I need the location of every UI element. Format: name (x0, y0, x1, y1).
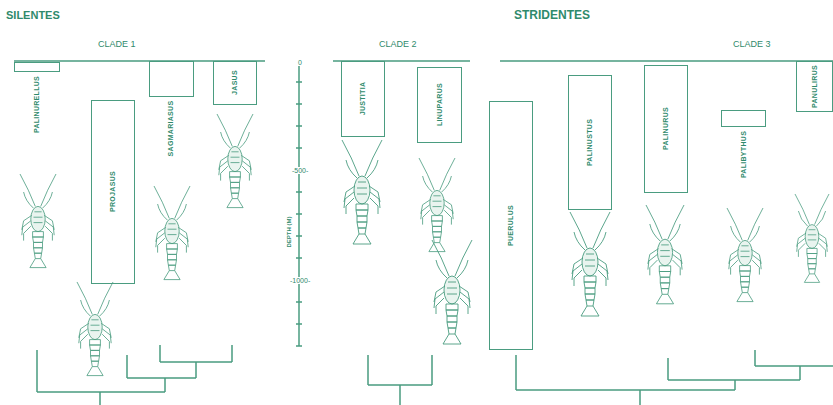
group-title: SILENTES (5, 10, 61, 21)
depth-range-box: PROJASUS (91, 100, 135, 284)
depth-range-box: PALINUSTUS (568, 75, 612, 210)
genus-label: PALINURUS (662, 107, 669, 150)
group-title: STRIDENTES (513, 9, 591, 21)
depth-range-box: PALINURUS (644, 65, 688, 193)
genus-label: SAGMARIASUS (167, 101, 174, 157)
genus-label: PALINURELLUS (33, 75, 40, 132)
genus-label: LINUPARUS (436, 83, 443, 126)
genus-label: JASUS (231, 70, 238, 95)
axis-title: DEPTH (M) (285, 216, 291, 249)
genus-label: PUERULUS (507, 205, 514, 246)
genus-label: PALINUSTUS (586, 118, 593, 165)
depth-range-box: SAGMARIASUS (149, 61, 194, 97)
depth-tick-label: -1000- (289, 277, 311, 284)
depth-range-box: PUERULUS (489, 101, 533, 350)
genus-label: PALIBYTHUS (740, 130, 747, 177)
clade-label: CLADE 3 (732, 40, 772, 49)
depth-range-box: PALIBYTHUS (721, 110, 766, 127)
depth-range-box: PALINURELLUS (14, 62, 60, 72)
depth-range-box: JUSTITIA (341, 61, 385, 137)
clade-label: CLADE 2 (378, 40, 418, 49)
depth-range-box: JASUS (213, 61, 257, 105)
genus-label: PROJASUS (109, 171, 116, 212)
depth-tick-label: -500- (291, 167, 309, 174)
clade-label: CLADE 1 (97, 40, 137, 49)
genus-label: JUSTITIA (359, 82, 366, 116)
depth-tick-label: 0 (297, 59, 303, 66)
genus-label: PANULIRUS (811, 64, 818, 107)
depth-range-box: LINUPARUS (417, 67, 462, 143)
depth-range-box: PANULIRUS (796, 61, 833, 112)
